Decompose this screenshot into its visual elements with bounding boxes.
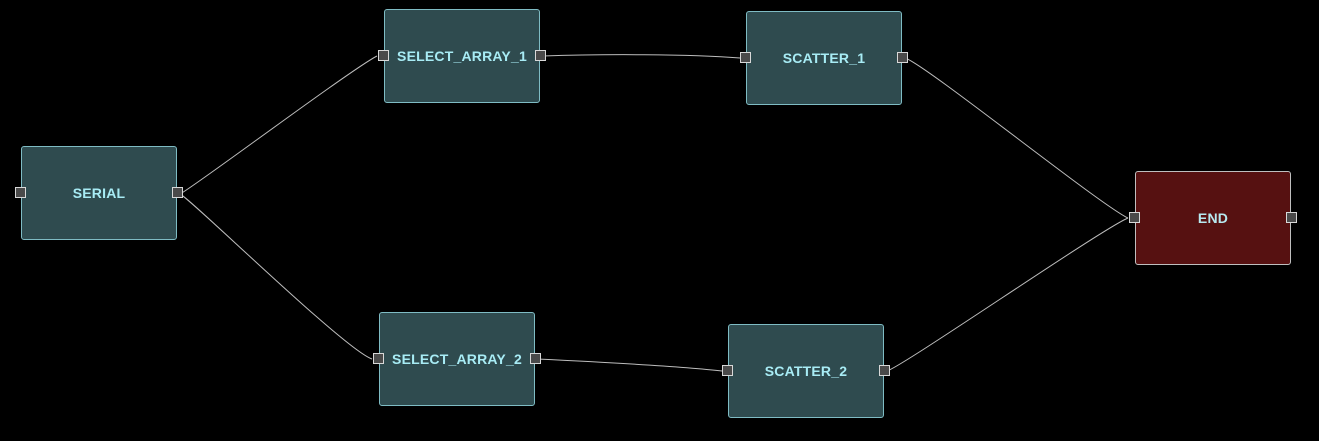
node-label: END (1197, 210, 1229, 226)
node-label: SERIAL (72, 185, 126, 201)
node-end[interactable]: END (1129, 171, 1297, 265)
edge-serial-to-select-array-2 (179, 193, 373, 360)
output-port[interactable] (1286, 212, 1297, 223)
input-port[interactable] (722, 365, 733, 376)
input-port[interactable] (740, 52, 751, 63)
input-port[interactable] (373, 353, 384, 364)
node-select-array-1[interactable]: SELECT_ARRAY_1 (378, 9, 546, 103)
node-label: SELECT_ARRAY_1 (397, 48, 527, 64)
edge-scatter-1-to-end (904, 57, 1129, 219)
node-label: SCATTER_1 (782, 50, 866, 66)
input-port[interactable] (378, 50, 389, 61)
input-port[interactable] (15, 187, 26, 198)
output-port[interactable] (535, 50, 546, 61)
node-scatter-1[interactable]: SCATTER_1 (740, 11, 908, 105)
output-port[interactable] (879, 365, 890, 376)
edge-select-array-1-to-scatter-1 (542, 54, 741, 59)
node-label: SELECT_ARRAY_2 (392, 351, 522, 367)
output-port[interactable] (172, 187, 183, 198)
output-port[interactable] (530, 353, 541, 364)
edge-scatter-2-to-end (886, 217, 1129, 372)
edge-select-array-2-to-scatter-2 (536, 358, 723, 372)
node-serial[interactable]: SERIAL (15, 146, 183, 240)
node-select-array-2[interactable]: SELECT_ARRAY_2 (373, 312, 541, 406)
output-port[interactable] (897, 52, 908, 63)
node-label: SCATTER_2 (764, 363, 848, 379)
edge-serial-to-select-array-1 (179, 55, 378, 195)
node-scatter-2[interactable]: SCATTER_2 (722, 324, 890, 418)
input-port[interactable] (1129, 212, 1140, 223)
